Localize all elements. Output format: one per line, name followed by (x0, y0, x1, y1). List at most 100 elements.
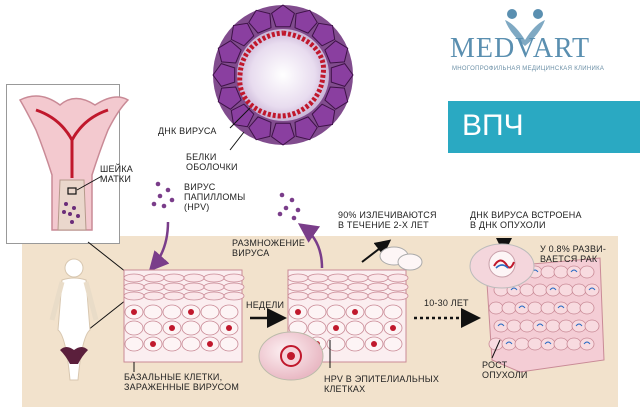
basal-cell (365, 321, 383, 335)
tumor-cell (546, 284, 560, 296)
tumor-cell (507, 320, 521, 332)
epithelial-cell (124, 292, 144, 300)
label-papilloma-virus: ВИРУС ПАПИЛЛОМЫ (HPV) (184, 182, 245, 212)
tumor-cell (515, 302, 529, 314)
tissue-block-infection (124, 270, 244, 362)
epithelial-cell (184, 274, 204, 282)
label-capsid-proteins: БЕЛКИ ОБОЛОЧКИ (186, 152, 238, 172)
tumor-cell (585, 284, 599, 296)
tumor-cell (541, 266, 555, 278)
infected-nucleus (295, 309, 301, 315)
epithelial-cell (144, 292, 164, 300)
epithelial-cell (124, 283, 144, 291)
basal-cell (201, 321, 219, 335)
basal-cell (384, 305, 402, 319)
label-cervix: ШЕЙКА МАТКИ (100, 164, 133, 184)
tumor-cell (541, 338, 555, 350)
tumor-cell (559, 284, 573, 296)
infected-nucleus (390, 325, 396, 331)
tumor-cell (554, 266, 568, 278)
tumor-cell (489, 302, 503, 314)
basal-cell (308, 321, 326, 335)
basal-cell (346, 337, 364, 351)
epithelial-cell (224, 292, 244, 300)
basal-cell (308, 305, 326, 319)
label-cured: 90% ИЗЛЕЧИВАЮТСЯ В ТЕЧЕНИЕ 2-Х ЛЕТ (338, 210, 437, 230)
label-cancer-develops: У 0.8% РАЗВИ- ВАЕТСЯ РАК (540, 244, 606, 264)
uterus-illustration (20, 96, 128, 230)
basal-cell (182, 321, 200, 335)
epithelial-cell (308, 283, 328, 291)
epithelial-cell (288, 283, 308, 291)
tumor-cell (580, 302, 594, 314)
integrated-dna-callout (470, 244, 534, 288)
epithelial-cell (124, 274, 144, 282)
tumor-cell (515, 338, 529, 350)
basal-cell (201, 305, 219, 319)
tumor-cell (541, 302, 555, 314)
infected-nucleus (352, 309, 358, 315)
basal-cell (125, 337, 143, 351)
tumor-cell (502, 338, 516, 350)
tumor-cell (546, 320, 560, 332)
label-tumor-growth: РОСТ ОПУХОЛИ (482, 360, 528, 380)
tumor-cell (533, 320, 547, 332)
tumor-cell (528, 338, 542, 350)
tumor-cell (533, 284, 547, 296)
basal-cell (384, 337, 402, 351)
tumor-cell (580, 338, 594, 350)
epithelial-cell (388, 292, 408, 300)
epithelial-cell (328, 283, 348, 291)
basal-cell (182, 337, 200, 351)
basal-cell (346, 321, 364, 335)
tumor-cell (572, 320, 586, 332)
infected-nucleus (131, 309, 137, 315)
tumor-cell (580, 266, 594, 278)
epithelial-cell (164, 283, 184, 291)
label-integrated-dna: ДНК ВИРУСА ВСТРОЕНА В ДНК ОПУХОЛИ (470, 210, 582, 230)
basal-cell (220, 337, 238, 351)
epithelial-cell (164, 274, 184, 282)
label-replication: РАЗМНОЖЕНИЕ ВИРУСА (232, 238, 305, 258)
infected-nucleus (169, 325, 175, 331)
tumor-cell (567, 338, 581, 350)
epithelial-cell (348, 274, 368, 282)
epithelial-cell (368, 292, 388, 300)
basal-cell (327, 305, 345, 319)
tumor-cell (520, 320, 534, 332)
label-dna-virus: ДНК ВИРУСА (158, 126, 217, 136)
tumor-cell (572, 284, 586, 296)
epithelial-cell (348, 283, 368, 291)
tumor-cell (520, 284, 534, 296)
epithelial-cell (204, 292, 224, 300)
tumor-cell (567, 302, 581, 314)
label-basal-cells: БАЗАЛЬНЫЕ КЛЕТКИ, ЗАРАЖЕННЫЕ ВИРУСОМ (124, 372, 239, 392)
epithelial-cell (144, 283, 164, 291)
basal-cell (125, 321, 143, 335)
tumor-cell (585, 320, 599, 332)
epithelial-cell (288, 292, 308, 300)
epithelial-cell (348, 292, 368, 300)
basal-cell (144, 321, 162, 335)
basal-cell (220, 305, 238, 319)
tumor-cell (559, 320, 573, 332)
epithelial-cell (288, 274, 308, 282)
epithelial-cell (328, 274, 348, 282)
epithelial-cell (308, 274, 328, 282)
infected-nucleus (150, 341, 156, 347)
basal-cell (163, 305, 181, 319)
epithelial-cell (388, 283, 408, 291)
epithelial-cell (224, 274, 244, 282)
epithelial-cell (388, 274, 408, 282)
tumor-cell (494, 320, 508, 332)
infected-nucleus (226, 325, 232, 331)
epithelial-cell (328, 292, 348, 300)
epithelial-cell (368, 283, 388, 291)
infected-nucleus (188, 309, 194, 315)
tumor-cell (502, 302, 516, 314)
basal-cell (163, 337, 181, 351)
tumor-cell (554, 302, 568, 314)
epithelial-cell (184, 292, 204, 300)
epithelial-cell (164, 292, 184, 300)
